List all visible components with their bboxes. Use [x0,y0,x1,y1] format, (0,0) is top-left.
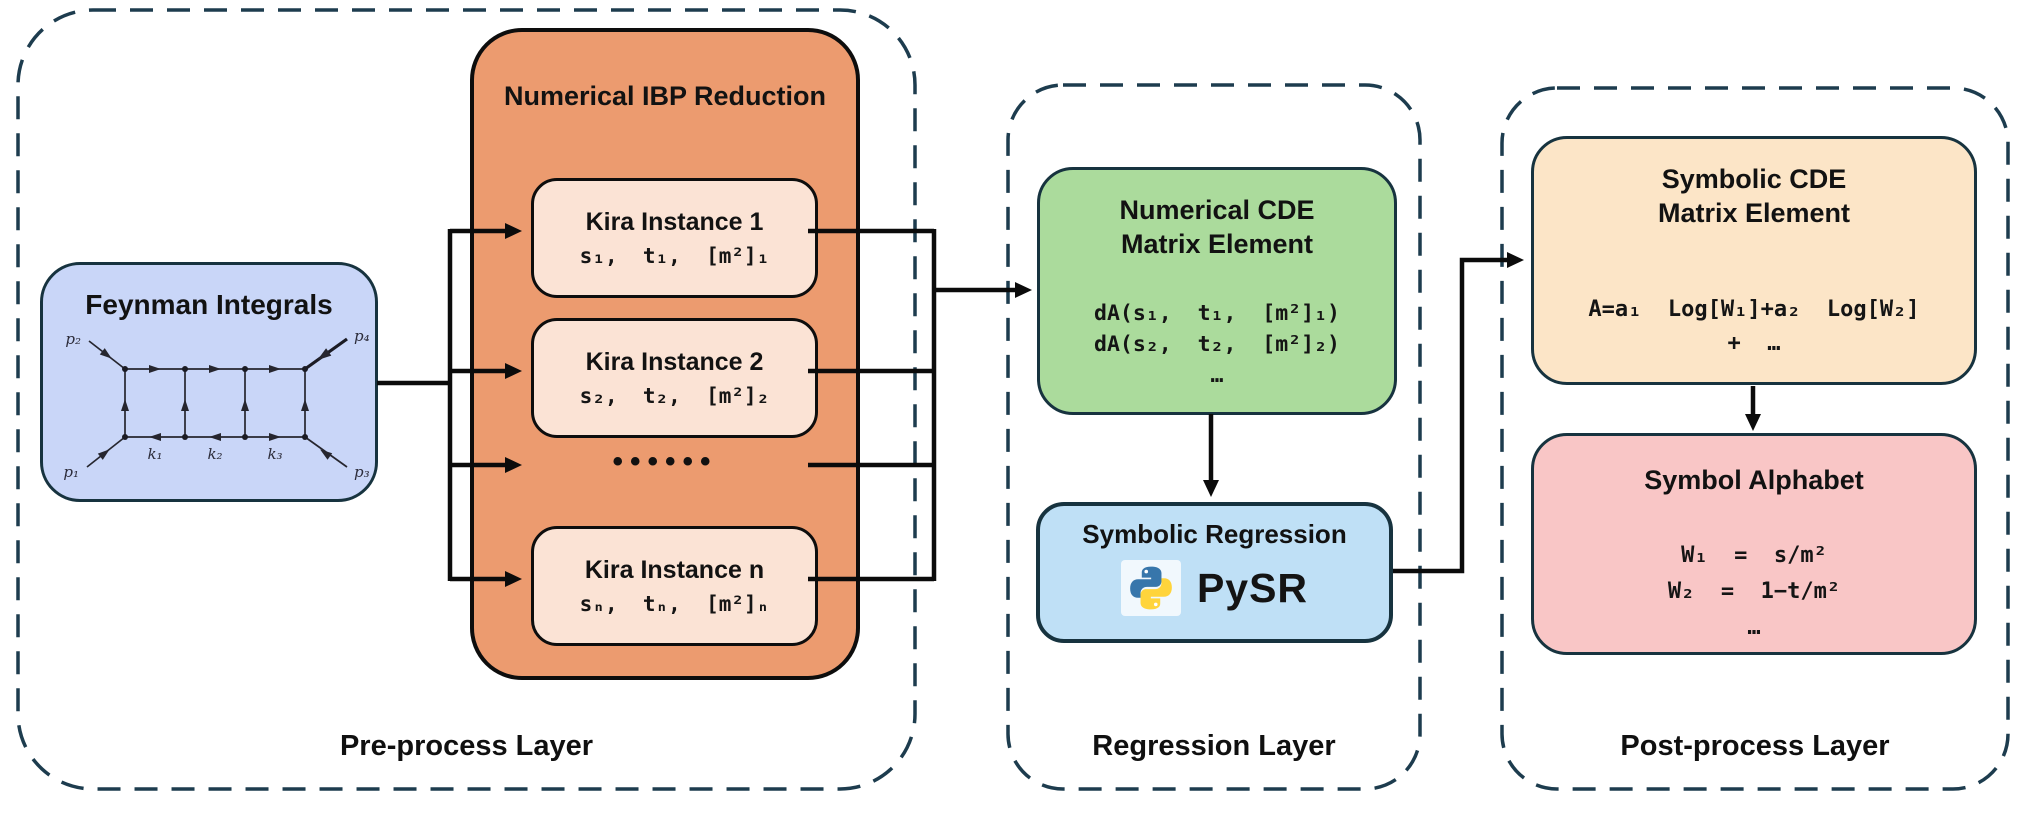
feynman-rungs [124,369,306,437]
numerical-cde-matrix-element-box: Numerical CDE Matrix Element dA(s₁, t₁, … [1037,167,1397,415]
kira-instance-2-box: Kira Instance 2 s₂, t₂, [m²]₂ [531,318,818,438]
feynman-label-p1: p₁ [63,463,79,481]
symbolic-cde-title: Symbolic CDE Matrix Element [1657,164,1851,228]
feynman-label-k2: k₂ [207,445,222,463]
numerical-cde-title: Numerical CDE Matrix Element [1119,195,1315,259]
kira-instance-2-title: Kira Instance 2 [585,348,764,376]
feynman-integrals-box: Feynman Integrals [40,262,378,502]
feynman-diagram: p₂ p₄ p₁ p₃ k₁ k₂ k₃ [63,327,370,481]
feynman-label-p2: p₂ [65,330,81,348]
feynman-vertices [122,366,308,440]
feynman-label-k3: k₃ [267,445,282,463]
feynman-label-k1: k₁ [147,445,162,463]
symbolic-cde-equation-cont: + … [1727,331,1781,356]
kira-instance-n-params: sₙ, tₙ, [m²]ₙ [579,592,770,616]
symbolic-cde-equation: A=a₁ Log[W₁]+a₂ Log[W₂] [1588,297,1920,322]
symbolic-regression-title: Symbolic Regression [1082,519,1347,549]
numerical-cde-line-2: dA(s₂, t₂, [m²]₂) [1094,332,1340,357]
numerical-cde-line-1: dA(s₁, t₁, [m²]₁) [1094,301,1340,326]
feynman-label-p4: p₄ [354,327,370,345]
symbol-alphabet-line-1: W₁ = s/m² [1681,543,1827,568]
kira-instance-n-title: Kira Instance n [584,556,765,584]
feynman-integrals-title: Feynman Integrals [85,289,333,320]
symbol-alphabet-box: Symbol Alphabet W₁ = s/m² W₂ = 1−t/m² … [1531,433,1977,655]
kira-instance-1-params: s₁, t₁, [m²]₁ [579,244,770,268]
numerical-cde-ellipsis: … [1210,363,1224,388]
symbol-alphabet-ellipsis: … [1747,615,1761,640]
feynman-label-p3: p₃ [354,463,370,481]
ibp-title: Numerical IBP Reduction [503,81,827,111]
pysr-label: PySR [1196,564,1309,611]
kira-instance-2-params: s₂, t₂, [m²]₂ [579,384,770,408]
postprocess-layer-label: Post-process Layer [1620,730,1890,762]
symbol-alphabet-line-2: W₂ = 1−t/m² [1667,579,1841,604]
kira-ellipsis-dots: •••••• [612,445,718,478]
symbol-alphabet-title: Symbol Alphabet [1644,465,1864,495]
numerical-ibp-reduction-box: Numerical IBP Reduction Kira Instance 1 … [470,28,860,680]
kira-instance-1-title: Kira Instance 1 [585,208,764,236]
kira-instance-n-box: Kira Instance n sₙ, tₙ, [m²]ₙ [531,526,818,646]
symbolic-cde-matrix-element-box: Symbolic CDE Matrix Element A=a₁ Log[W₁]… [1531,136,1977,385]
kira-instance-1-box: Kira Instance 1 s₁, t₁, [m²]₁ [531,178,818,298]
symbolic-regression-box: Symbolic Regression PySR [1036,502,1393,643]
regression-layer-label: Regression Layer [1092,730,1336,762]
feynman-flow-arrows [97,348,333,460]
arrow-to-symbolic-cde [1393,252,1524,574]
preprocess-layer-label: Pre-process Layer [339,730,594,762]
python-logo-icon [1120,560,1181,616]
